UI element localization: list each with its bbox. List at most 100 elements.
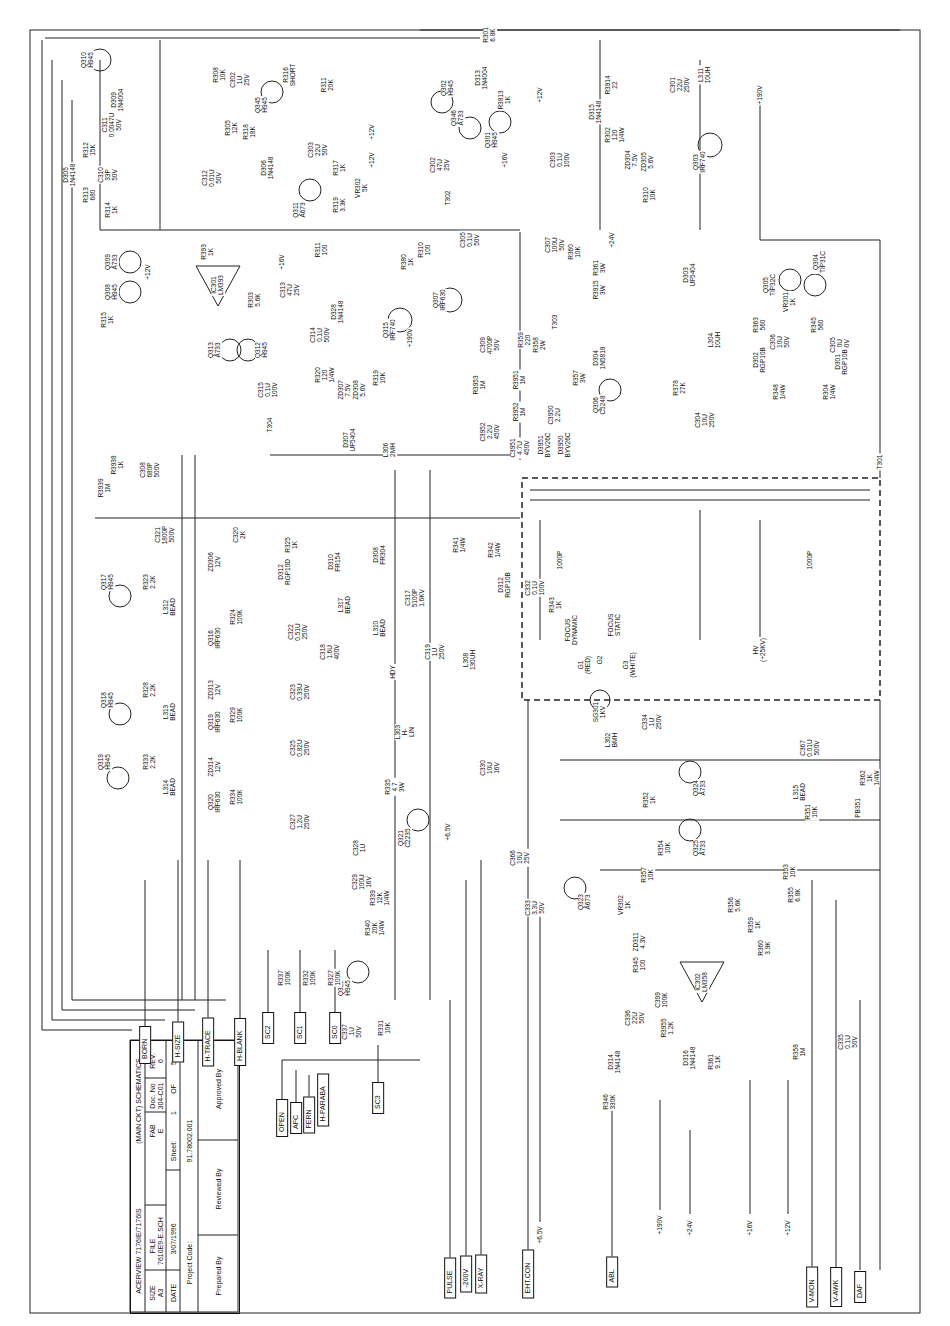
wire-shape xyxy=(119,281,141,303)
part-label: G1 (RED) xyxy=(578,655,592,675)
part-label: T301 xyxy=(877,454,884,471)
part-label: R331 10K xyxy=(378,1019,392,1037)
signal-connector: BORN xyxy=(139,1026,151,1064)
title-text: 91.78002.001 xyxy=(186,1119,194,1164)
part-label: C3951 4.7U 450V xyxy=(510,437,530,458)
signal-connector: H-SIZE xyxy=(172,1022,184,1063)
part-label: Q319 H945 xyxy=(98,753,112,771)
connector-name: H-TRACE xyxy=(204,1030,211,1061)
part-label: R357 3W xyxy=(573,369,587,387)
part-label: VR301 1K xyxy=(783,291,797,313)
part-label: FOCUS STATIC xyxy=(608,613,622,638)
part-label: R324 100K xyxy=(230,608,244,626)
signal-connector: -200V xyxy=(460,1256,472,1293)
part-label: Q311 A673 xyxy=(293,201,307,218)
title-text: Project Code: xyxy=(186,1241,194,1285)
signal-connector: AFC xyxy=(290,1102,302,1134)
part-label: D312 RGP10D xyxy=(278,558,292,586)
part-label: +12V xyxy=(537,86,544,103)
part-label: Q308 H945 xyxy=(105,283,119,301)
part-label: G2 xyxy=(597,655,604,666)
connector-name: SC2 xyxy=(264,1025,271,1039)
connector-name: -200V xyxy=(462,1269,469,1288)
part-label: R329 100K xyxy=(230,706,244,724)
part-label: R340 20K 1/4W xyxy=(365,919,385,937)
signal-connector: PULSE xyxy=(444,1258,456,1299)
part-label: R359 1K xyxy=(748,916,762,934)
part-label: D309 1N4004 xyxy=(111,88,125,113)
part-label: C323 0.33U 250V xyxy=(290,682,310,701)
part-label: +16V xyxy=(747,1219,754,1236)
signal-connector: EHT.CON xyxy=(522,1250,534,1299)
part-label: D306 1N4148 xyxy=(261,156,275,181)
part-label: ZD307 7.5V xyxy=(338,379,352,401)
connector-name: OPEN xyxy=(278,1112,285,1132)
signal-connector: DAF xyxy=(854,1271,866,1303)
wire-shape xyxy=(680,962,724,1002)
part-label: R3955 1.2K xyxy=(661,1017,675,1038)
part-label: PB351 xyxy=(855,797,862,819)
signal-connector: V-AWK xyxy=(830,1267,842,1307)
part-label: +12V xyxy=(785,1219,792,1236)
part-label: C366 10U 25V xyxy=(510,849,530,867)
part-label: R339 12K 1/4W xyxy=(370,889,390,907)
signal-connector: H-PARABA xyxy=(317,1074,329,1127)
signal-connector: FERN xyxy=(303,1097,315,1134)
title-text: FAB xyxy=(149,1123,157,1138)
part-label: D302 RGP10B xyxy=(753,346,767,374)
signal-connector: SC0 xyxy=(329,1012,341,1044)
wire-shape xyxy=(282,1045,420,1102)
part-label: C3952 2.2U 450V xyxy=(480,421,500,442)
part-label: D316 1N4148 xyxy=(683,1046,697,1071)
part-label: D3950 BYV26C xyxy=(558,432,572,459)
part-label: R312 15K xyxy=(83,141,97,159)
part-label: 1000P xyxy=(557,550,564,571)
part-label: R302 120 1/4W xyxy=(605,126,625,144)
part-label: +6.5V xyxy=(537,1225,544,1244)
connector-name: FERN xyxy=(305,1109,312,1128)
part-label: C310 33P 50V xyxy=(98,166,118,184)
connector-name: H-BLANK xyxy=(236,1031,243,1061)
part-label: R353 10K xyxy=(783,863,797,881)
part-label: Q318 H945 xyxy=(101,691,115,709)
transistor-symbols xyxy=(89,49,826,983)
part-label: R360 10K xyxy=(568,243,582,261)
wires xyxy=(30,30,920,1313)
part-label: C308 680P 500V xyxy=(140,461,160,479)
wire-shape xyxy=(530,490,870,640)
part-label: R327 100K xyxy=(328,969,342,987)
part-label: C312 0.01U 50V xyxy=(202,168,222,187)
wire-shape xyxy=(679,819,701,841)
part-label: R317 1K xyxy=(333,159,347,177)
part-label: R311 20K xyxy=(321,76,335,93)
part-label: R325 1K xyxy=(285,536,299,554)
part-label: C334 1U 250V xyxy=(642,713,662,731)
connector-name: V-AWK xyxy=(832,1280,839,1302)
part-label: R305 12K xyxy=(225,119,239,137)
wire-shape xyxy=(489,111,511,133)
part-label: D310 FR154 xyxy=(328,551,342,573)
part-label: R316 SHORT xyxy=(283,63,297,88)
signal-connector: SC2 xyxy=(262,1012,274,1044)
part-label: R354 10K xyxy=(658,839,672,857)
part-label: R361 3W xyxy=(593,259,607,277)
part-label: C303 22U 50V xyxy=(308,141,328,159)
title-text: Prepared By xyxy=(215,1256,223,1297)
part-label: C335 0.1U 50V xyxy=(838,1033,858,1051)
part-label: D328 1N4148 xyxy=(331,300,345,325)
part-label: Q301 H945 xyxy=(485,131,499,149)
part-label: R318 18K xyxy=(243,123,257,141)
wire-shape xyxy=(130,1040,238,1312)
part-label: L308 130UH xyxy=(463,649,477,671)
part-label: C303 0.1U 100V xyxy=(550,151,570,169)
signal-connector: ABL xyxy=(606,1257,618,1288)
title-text: (MAIN CKT) SCHEMATICS xyxy=(135,1057,143,1144)
part-label: D305 1N4148 xyxy=(63,163,77,188)
part-label: R343 1K xyxy=(549,596,563,614)
part-label: +16V xyxy=(502,151,509,168)
part-label: R332 100K xyxy=(303,969,317,987)
signal-connector: SC1 xyxy=(294,1012,306,1044)
part-label: C309 4700P 50V xyxy=(480,335,500,356)
connector-name: SC0 xyxy=(331,1025,338,1039)
